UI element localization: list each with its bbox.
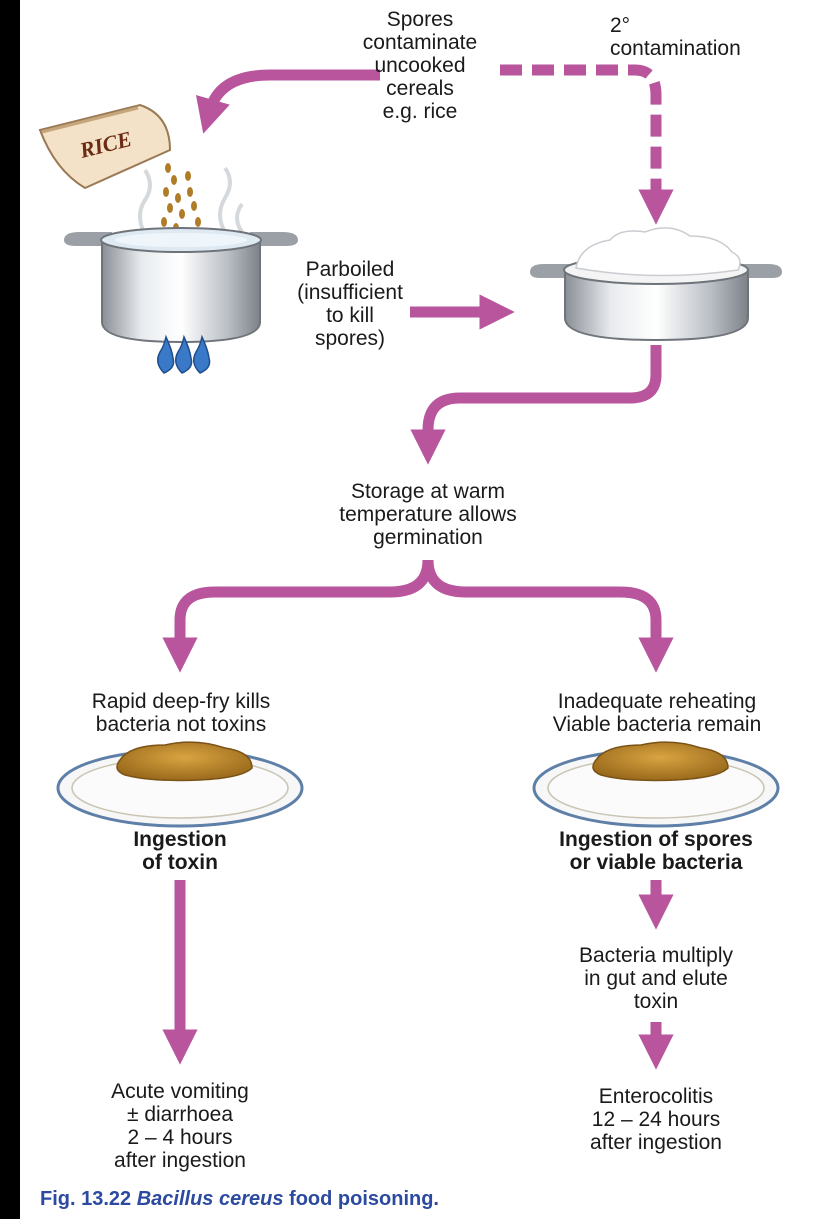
label-acute-vomiting: Acute vomiting ± diarrhoea 2 – 4 hours a… [80,1080,280,1172]
label-reheating: Inadequate reheating Viable bacteria rem… [512,690,802,736]
flame-icon [158,337,210,373]
boiling-pot-icon [64,228,298,342]
caption-species: Bacillus cereus [137,1188,284,1210]
steam-icon [140,168,242,235]
label-ingestion-spores: Ingestion of spores or viable bacteria [520,828,792,874]
label-spores-contaminate: Spores contaminate uncooked cereals e.g.… [350,8,490,123]
label-ingestion-toxin: Ingestion of toxin [80,828,280,874]
plate-right-icon [534,742,778,826]
figure-number: Fig. 13.22 [40,1188,131,1210]
label-bacteria-multiply: Bacteria multiply in gut and elute toxin [540,944,772,1013]
arrow-branch-left [180,560,428,648]
label-enterocolitis: Enterocolitis 12 – 24 hours after ingest… [550,1085,762,1154]
label-parboiled: Parboiled (insufficient to kill spores) [275,258,425,350]
arrow-branch-right [428,560,656,648]
plate-left-icon [58,742,302,826]
arrow-to-storage [428,345,656,440]
figure-caption: Fig. 13.22 Bacillus cereus food poisonin… [40,1188,439,1211]
diagram-canvas: RICE [20,0,828,1219]
label-storage: Storage at warm temperature allows germi… [298,480,558,549]
label-deep-fry: Rapid deep-fry kills bacteria not toxins [50,690,312,736]
arrow-secondary-contamination [500,70,656,200]
diagram-artwork: RICE [20,0,828,1219]
caption-rest: food poisoning. [289,1188,439,1210]
rice-bag-icon: RICE [40,105,170,188]
label-secondary-contamination: 2° contamination [610,14,790,60]
serving-pot-icon [530,228,782,340]
